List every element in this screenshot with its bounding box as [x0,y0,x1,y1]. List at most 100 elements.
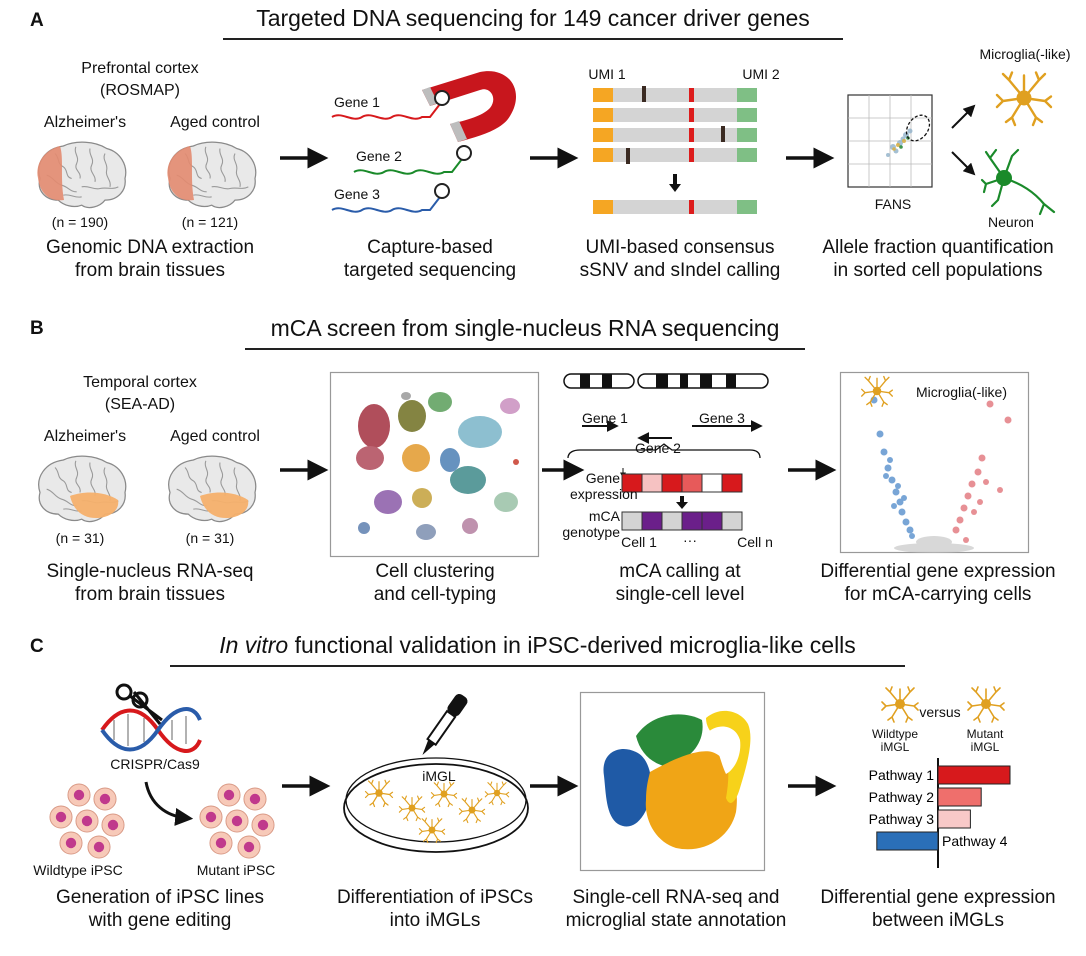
panel-b-gene1: Gene 1 [582,410,628,426]
panel-b-n-control: (n = 31) [185,530,235,546]
pathway-label-2: Pathway 2 [869,789,935,805]
read-2 [593,108,757,122]
pathway-label-1: Pathway 1 [869,767,935,783]
arrow-b3 [788,459,837,481]
panel-a-umi2: UMI 2 [742,66,780,82]
arrow-a2 [530,147,579,169]
mca-calling-illustration [563,373,769,531]
cell-clustering-umap [329,371,540,558]
pathway-label-3: Pathway 3 [869,811,935,827]
arrow-c2 [530,775,579,797]
read-3 [593,126,757,142]
panel-a-region: Prefrontal cortex [81,60,199,77]
pathway-bar-1 [937,765,1011,785]
umi-reads-illustration [593,86,757,214]
panel-b-gene3: Gene 3 [699,410,745,426]
panel-a-gene2: Gene 2 [356,148,402,164]
mca-genotype-row [621,511,743,531]
panel-a-title-rule [223,38,843,40]
panel-b-cohort: (SEA-AD) [104,396,176,413]
pathway-bar-4 [876,831,939,851]
panel-a-n-control: (n = 121) [181,214,239,230]
capture-illustration [331,71,517,213]
scissors-icon [115,683,163,725]
panel-a-group-control: Aged control [170,114,260,131]
panel-c-imgl-dish-label: iMGL [422,768,456,784]
mutant-ipsc-cluster [199,783,275,859]
panel-a-group-ad: Alzheimer's [43,114,127,131]
fans-plot [847,94,933,188]
panel-b-group-ad: Alzheimer's [43,428,127,445]
arrow-b2 [542,459,585,481]
panel-b-gene2: Gene 2 [635,440,681,456]
gene-expression-row [621,473,743,493]
panel-a-umi1: UMI 1 [588,66,626,82]
volcano-plot [839,371,1030,554]
magnet-icon [422,71,517,142]
panel-a-cohort: (ROSMAP) [100,82,180,99]
panel-a-n-ad: (n = 190) [51,214,109,230]
arrow-a3 [786,147,835,169]
panel-b-dots: ··· [683,532,697,548]
panel-b-microglia-label: Microglia(-like) [916,384,1008,400]
panel-b-region: Temporal cortex [83,374,197,391]
read-4 [593,148,757,164]
chromosome-icon [563,373,769,389]
petri-dish-illustration [343,693,529,853]
brain-control-temporal-icon [168,455,257,523]
panel-a-gene1: Gene 1 [334,94,380,110]
pathway-label-4: Pathway 4 [942,833,1008,849]
mutant-imgl-icon [967,686,1005,723]
panel-letter-c: C [30,636,44,657]
panel-letter-b: B [30,318,44,339]
brain-ad-temporal-icon [38,455,127,523]
panel-b-n-ad: (n = 31) [55,530,105,546]
panel-c-wt-ipsc: Wildtype iPSC [33,862,123,878]
neuron-icon [980,148,1056,216]
panel-a-gene3: Gene 3 [334,186,380,202]
panel-c-title-rule [170,665,905,667]
read-1 [593,86,757,102]
panel-b-title: mCA screen from single-nucleus RNA seque… [270,315,780,341]
pathway-bar-2 [937,787,982,807]
dropper-icon [422,693,468,755]
arrow-c3 [788,775,837,797]
edit-arrow [144,781,194,826]
consensus-read [593,200,757,214]
pathway-bar-3 [937,809,971,829]
panel-c-mut-ipsc: Mutant iPSC [196,862,276,878]
brain-ad-frontal-icon [37,141,127,209]
arrow-a1 [280,147,329,169]
crispr-dna-icon [100,683,202,753]
panel-a-neuron-label: Neuron [988,214,1034,230]
panel-b-group-control: Aged control [170,428,260,445]
panel-c-title: In vitro functional validation in iPSC-d… [219,632,856,658]
pathway-bar-chart: Pathway 1 Pathway 2 Pathway 3 Pathway 4 [869,758,1011,868]
arrow-to-neuron [951,151,976,176]
brain-control-frontal-icon [167,141,257,209]
panel-a-title: Targeted DNA sequencing for 149 cancer d… [256,5,810,31]
panel-b-cell-n: Cell n [737,534,773,550]
panel-b-title-rule [245,348,805,350]
arrow-c1 [282,775,331,797]
panel-a-fans: FANS [874,196,912,212]
panel-letter-a: A [30,10,44,31]
arrow-to-microglia [951,104,976,129]
microglia-icon [995,71,1053,127]
wildtype-ipsc-cluster [49,783,125,859]
panel-c-versus: versus [919,704,961,720]
